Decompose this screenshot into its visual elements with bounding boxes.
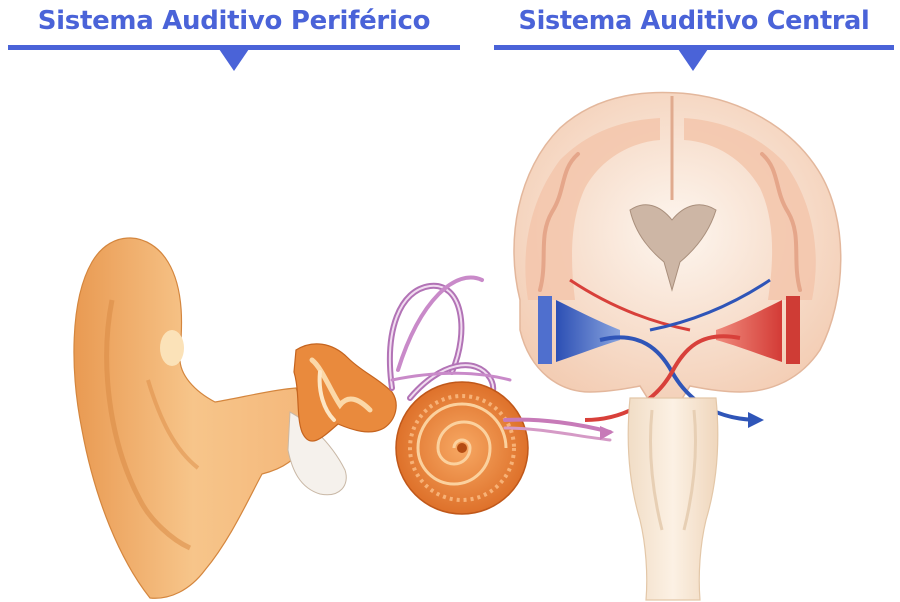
tragus-highlight [160, 330, 184, 366]
brainstem-illustration [628, 398, 718, 600]
cochlea-icon [396, 382, 528, 514]
outer-ear-shape [74, 238, 312, 598]
middle-ear-ossicles [294, 344, 396, 441]
brain-section-illustration [514, 93, 841, 428]
